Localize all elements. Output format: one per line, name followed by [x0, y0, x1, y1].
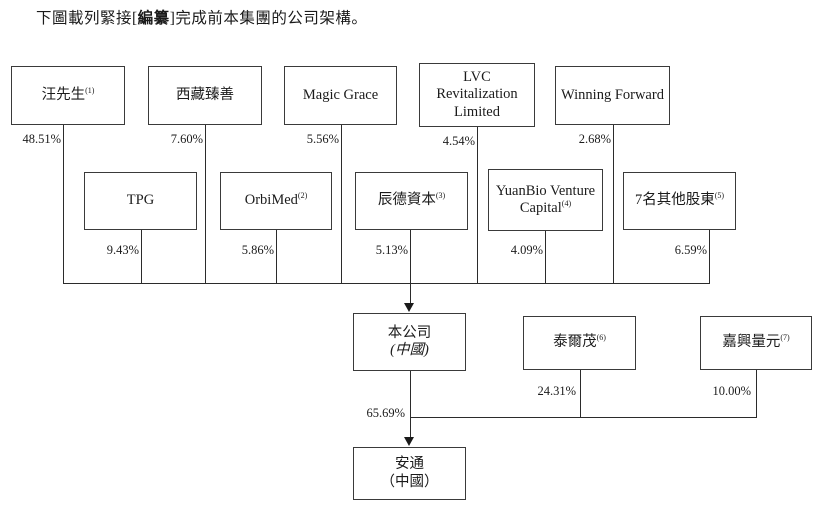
node-tier2-3-name: YuanBio Venture Capital: [495, 182, 596, 216]
node-tier4-0-sub: （中國）: [380, 473, 439, 490]
pct-tier1-3: 4.54%: [442, 134, 475, 148]
node-tier1-0-label: 汪先生(1): [39, 87, 98, 104]
node-tier2-2: 辰德資本(3): [355, 172, 468, 230]
connector-tier2-0: [141, 230, 142, 284]
node-tier2-3-label: YuanBio Venture Capital(4): [489, 183, 602, 217]
node-tier2-3: YuanBio Venture Capital(4): [488, 169, 603, 231]
node-tier2-4-name: 7名其他股東: [634, 192, 715, 209]
node-tier2-1: OrbiMed(2): [220, 172, 332, 230]
connector-tier3-1: [580, 370, 581, 418]
caption-bold: 編纂: [137, 10, 170, 27]
company-arrow-icon: [404, 303, 414, 312]
node-tier2-4: 7名其他股東(5): [623, 172, 736, 230]
node-tier3-0-sub: (中國): [390, 342, 429, 358]
node-tier1-2-label: Magic Grace: [300, 87, 381, 104]
pct-tier3-0: 65.69%: [366, 406, 405, 420]
node-tier2-2-label: 辰德資本(3): [375, 192, 448, 209]
node-tier2-0-name: TPG: [126, 192, 155, 209]
node-tier1-3-name: LVC Revitalization Limited: [436, 69, 518, 120]
node-tier1-3-label: LVC Revitalization Limited: [420, 69, 534, 120]
node-tier4-0-label: 安通（中國）: [378, 456, 442, 490]
node-tier1-1-name: 西藏臻善: [176, 86, 234, 103]
page-caption: 下圖載列緊接[編纂]完成前本集團的公司架構。: [36, 6, 367, 28]
node-tier2-2-name: 辰德資本: [377, 192, 436, 209]
pct-tier3-1: 24.31%: [537, 384, 576, 398]
node-tier2-1-note: (2): [297, 191, 308, 201]
connector-tier1-4: [613, 125, 614, 284]
node-tier1-3: LVC Revitalization Limited: [419, 63, 535, 127]
connector-tier2-4: [709, 230, 710, 284]
node-tier3-1-label: 泰爾茂(6): [550, 334, 609, 351]
connector-tier3-0: [410, 371, 411, 418]
subsidiary-arrow-icon: [404, 437, 414, 446]
caption-after: ]完成前本集團的公司架構。: [169, 10, 368, 27]
node-tier1-0-name: 汪先生: [41, 86, 86, 103]
node-tier1-2-name: Magic Grace: [302, 86, 379, 103]
node-tier4-0-name: 安通: [395, 456, 424, 473]
node-tier2-4-note: (5): [714, 191, 725, 201]
node-tier3-2-label: 嘉興量元(7): [719, 334, 792, 351]
pct-tier2-0: 9.43%: [106, 243, 139, 257]
node-tier2-1-name: OrbiMed: [244, 192, 298, 209]
node-tier1-4-name: Winning Forward: [561, 86, 664, 103]
node-tier1-4: Winning Forward: [555, 66, 670, 125]
node-tier4-0: 安通（中國）: [353, 447, 466, 500]
node-tier2-0-label: TPG: [124, 192, 157, 209]
caption-before: 下圖載列緊接[: [36, 10, 138, 27]
node-tier1-0-note: (1): [85, 86, 95, 96]
pct-tier2-1: 5.86%: [241, 243, 274, 257]
node-tier2-2-note: (3): [435, 191, 446, 201]
node-tier3-1: 泰爾茂(6): [523, 316, 636, 370]
subsidiary-bus-line: [410, 417, 757, 418]
connector-tier2-3: [545, 231, 546, 284]
pct-tier3-2: 10.00%: [712, 384, 751, 398]
pct-tier2-3: 4.09%: [510, 243, 543, 257]
node-tier3-1-name: 泰爾茂: [553, 334, 597, 351]
shareholder-bus-line: [63, 283, 710, 284]
pct-tier1-0: 48.51%: [22, 132, 61, 146]
node-tier1-4-label: Winning Forward: [558, 87, 667, 104]
connector-tier1-1: [205, 125, 206, 284]
subsidiary-feed-line: [410, 417, 411, 440]
node-tier1-1: 西藏臻善: [148, 66, 262, 125]
node-tier3-2-note: (7): [780, 333, 790, 343]
node-tier3-1-note: (6): [596, 333, 606, 343]
node-tier2-4-label: 7名其他股東(5): [632, 192, 727, 209]
node-tier2-1-label: OrbiMed(2): [242, 192, 311, 209]
node-tier3-0: 本公司(中國): [353, 313, 466, 371]
pct-tier1-1: 7.60%: [170, 132, 203, 146]
node-tier2-3-note: (4): [561, 199, 572, 209]
pct-tier2-2: 5.13%: [375, 243, 408, 257]
node-tier1-0: 汪先生(1): [11, 66, 125, 125]
connector-tier3-2: [756, 370, 757, 418]
node-tier1-2: Magic Grace: [284, 66, 397, 125]
node-tier3-0-label: 本公司(中國): [385, 325, 435, 359]
connector-tier1-3: [477, 127, 478, 284]
node-tier1-1-label: 西藏臻善: [173, 87, 237, 104]
node-tier3-2: 嘉興量元(7): [700, 316, 812, 370]
pct-tier1-4: 2.68%: [578, 132, 611, 146]
company-feed-line: [410, 283, 411, 307]
connector-tier1-0: [63, 125, 64, 284]
node-tier3-0-name: 本公司: [387, 324, 432, 341]
node-tier3-2-name: 嘉興量元: [722, 334, 781, 351]
node-tier2-0: TPG: [84, 172, 197, 230]
connector-tier1-2: [341, 125, 342, 284]
pct-tier1-2: 5.56%: [306, 132, 339, 146]
pct-tier2-4: 6.59%: [674, 243, 707, 257]
connector-tier2-1: [276, 230, 277, 284]
connector-tier2-2: [410, 230, 411, 284]
